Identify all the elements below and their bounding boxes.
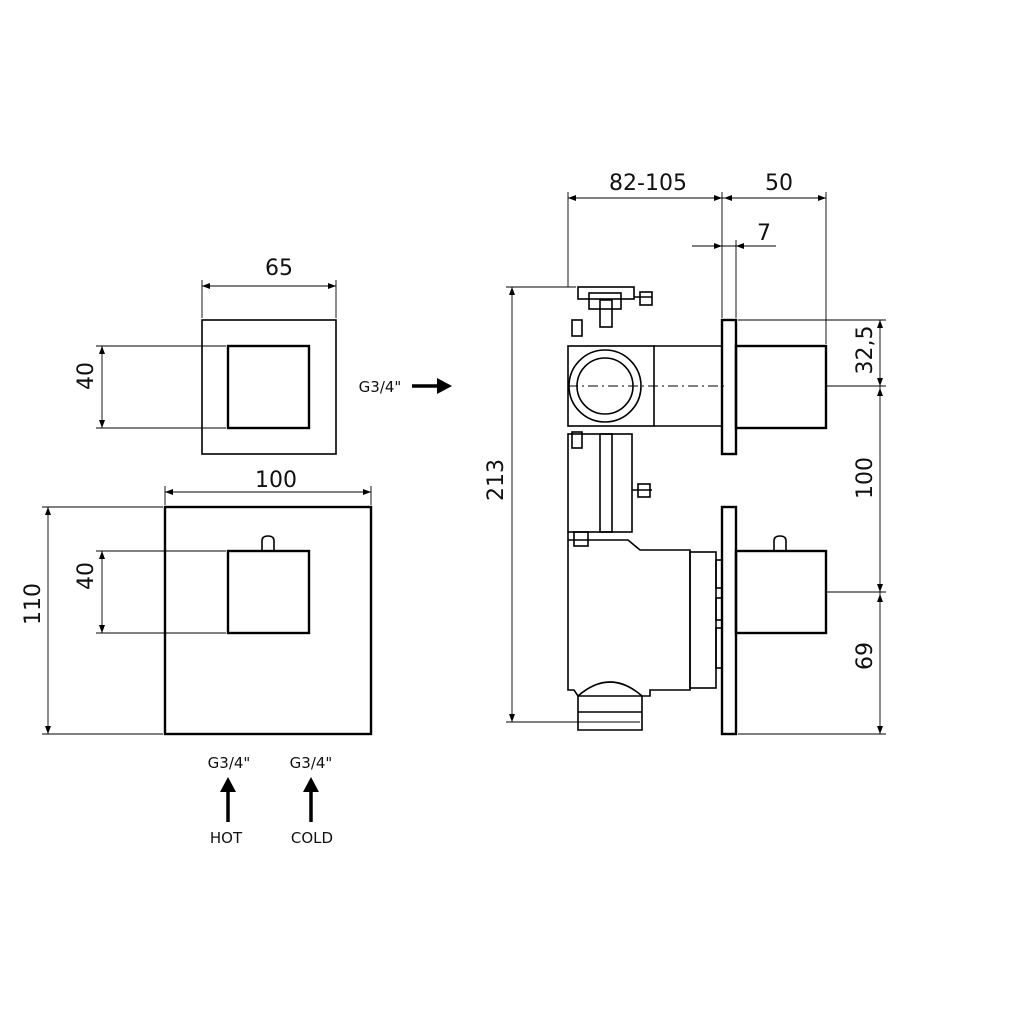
inlet-labels: G3/4" HOT G3/4" COLD bbox=[208, 754, 333, 847]
dim-handle-spacing: 100 bbox=[853, 457, 878, 499]
dim-total-height: 213 bbox=[484, 459, 509, 501]
dim-handle-projection: 50 bbox=[765, 171, 793, 196]
outlet-port-inner bbox=[576, 357, 634, 415]
plate-outline bbox=[163, 505, 373, 736]
dim-plate-thickness: 7 bbox=[757, 221, 771, 246]
dim-bottom-offset: 69 bbox=[853, 642, 878, 670]
hot-label: HOT bbox=[210, 829, 243, 847]
lower-body bbox=[567, 532, 691, 697]
dim-plate-width: 100 bbox=[255, 468, 297, 493]
inner-square bbox=[226, 344, 311, 430]
dim-handle-height-top: 40 bbox=[74, 362, 99, 390]
lower-plate-side bbox=[720, 505, 738, 736]
outlet-indicator: G3/4" bbox=[359, 378, 452, 396]
outlet-thread-label: G3/4" bbox=[359, 378, 402, 396]
front-view-plate: 100 110 40 bbox=[21, 468, 373, 736]
dim-top-offset: 32,5 bbox=[853, 326, 878, 375]
side-view: 82-105 50 7 213 32,5 100 bbox=[484, 171, 886, 736]
upper-handle-side bbox=[734, 344, 828, 430]
outer-square bbox=[201, 319, 337, 455]
cold-arrow-icon bbox=[303, 777, 319, 822]
hot-thread-label: G3/4" bbox=[208, 754, 251, 772]
lower-handle-side bbox=[734, 549, 828, 635]
front-view-top-handle: 65 40 bbox=[74, 256, 337, 455]
dim-handle-width: 65 bbox=[265, 256, 293, 281]
plate-handle-square bbox=[226, 549, 311, 635]
plate-handle-knob bbox=[261, 535, 275, 551]
dim-plate-height: 110 bbox=[21, 583, 46, 625]
outlet-arrow-icon bbox=[412, 378, 452, 394]
cold-label: COLD bbox=[291, 829, 333, 847]
dim-wall-depth: 82-105 bbox=[609, 171, 687, 196]
dim-handle-height-bottom: 40 bbox=[74, 562, 99, 590]
hot-arrow-icon bbox=[220, 777, 236, 822]
upper-plate-side bbox=[720, 318, 738, 456]
cold-thread-label: G3/4" bbox=[290, 754, 333, 772]
